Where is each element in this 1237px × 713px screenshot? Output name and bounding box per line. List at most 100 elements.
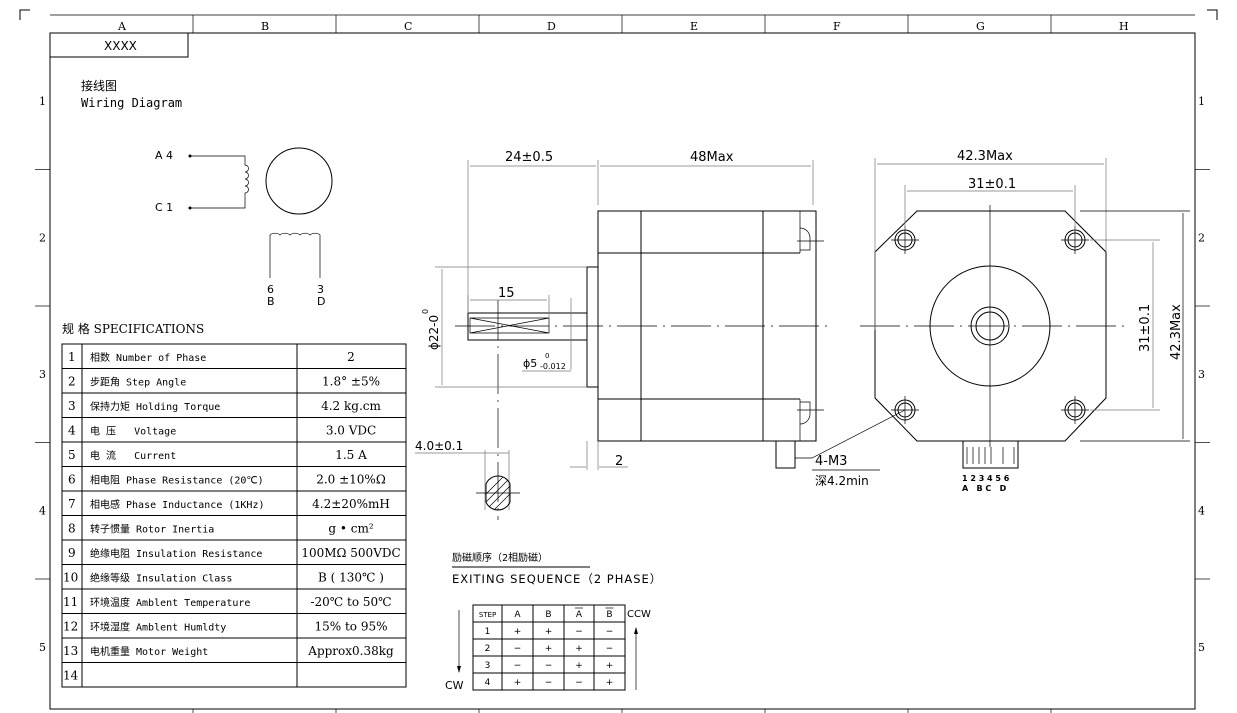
spec-label: 绝缘电阻 Insulation Resistance [90,547,262,560]
lead-6-label: 6 [267,283,274,296]
row-label: 4 [39,505,46,518]
column-label: G [976,20,985,33]
sequence-cell: − [514,644,522,654]
lead-d-label: D [317,295,325,308]
column-label: F [833,20,841,33]
sequence-title-en: EXITING SEQUENCE（2 PHASE） [452,572,662,586]
rotor-icon [265,147,333,215]
spec-row: 3 保持力矩 Holding Torque 4.2 kg.cm [68,399,382,413]
spec-row: 5 电 流 Current 1.5 A [68,448,367,462]
spec-value: Approx0.38kg [307,644,394,658]
dim-front-width: 42.3Max [957,149,1013,164]
spec-value: -20℃ to 50℃ [310,595,391,609]
sequence-cell: + [575,644,583,654]
spec-number: 11 [63,595,78,609]
lead-a-label: A 4 [155,149,173,162]
spec-value: 100MΩ 500VDC [301,546,400,560]
row-label: 3 [39,368,46,381]
dim-body-length: 48Max [690,150,734,165]
connector-pin-numbers: 1 2 3 4 5 6 [962,474,1010,483]
row-label: 1 [39,95,46,108]
spec-value: 1.5 A [335,448,367,462]
spec-value: 4.2±20%mH [312,497,390,511]
sequence-cell: − [545,661,553,671]
connector-side [775,440,796,469]
column-label: E [690,20,698,33]
sequence-cell: − [575,678,583,688]
coil-bd-icon [269,232,321,278]
spec-label: 步距角 Step Angle [90,377,186,389]
mounting-hole-icon [891,226,919,254]
spec-value: 2.0 ±10%Ω [316,473,386,487]
row-label: 1 [1198,95,1205,108]
dim-boss-height: 2 [615,454,623,469]
shaft-section-icon [476,475,520,511]
spec-value: 2 [347,350,355,364]
spec-number: 1 [68,350,76,364]
sequence-cell: − [545,678,553,688]
connector-pin-labels: A B C D [962,484,1007,493]
spec-label: 环境湿度 Amblent Humldty [90,621,226,634]
spec-label: 绝缘等级 Insulation Class [90,572,232,585]
dim-shaft-diameter: ϕ5 [523,357,537,370]
spec-row: 11 环境温度 Amblent Temperature -20℃ to 50℃ [63,595,392,609]
spec-value: 15% to 95% [314,620,387,634]
spec-value: 3.0 VDC [326,424,376,438]
side-view: 24±0.5 48Max ϕ22-0 0 15 ϕ5 0 -0.012 4.0±… [415,150,906,520]
column-label: A [117,20,127,33]
wiring-diagram: 接线图 Wiring Diagram A 4 C 1 6 B 3 D [81,78,333,308]
column-label: C [404,20,412,33]
lead-b-label: B [267,295,275,308]
spec-value: 4.2 kg.cm [321,399,381,413]
dim-boss-tolerance: 0 [421,309,430,314]
sequence-cell: + [606,678,614,688]
spec-label: 相数 Number of Phase [90,351,206,364]
spec-value: B ( 130℃ ) [318,571,384,585]
sequence-header: B [545,610,551,620]
spec-label: 环境温度 Amblent Temperature [90,596,250,609]
spec-number: 4 [68,424,76,438]
title-box-text: XXXX [104,39,137,53]
dim-boss-diameter: ϕ22-0 [427,315,441,350]
specs-title: 规 格 SPECIFICATIONS [62,321,204,336]
title-box: XXXX [49,32,189,58]
spec-number: 5 [68,448,76,462]
sequence-cell: + [575,661,583,671]
thread-callout: 4-M3 [815,454,847,469]
sequence-cell: + [545,627,553,637]
sequence-cell: + [606,661,614,671]
wiring-title-en: Wiring Diagram [81,96,182,110]
spec-row: 10 绝缘等级 Insulation Class B ( 130℃ ) [63,571,384,585]
mounting-hole-icon [891,396,919,424]
dim-hole-spacing-vertical: 31±0.1 [1138,304,1153,352]
spec-row: 1 相数 Number of Phase 2 [68,350,355,364]
row-label: 4 [1198,505,1205,518]
row-label: 5 [39,641,46,654]
spec-label: 保持力矩 Holding Torque [90,400,220,413]
sequence-title-cn: 励磁顺序（2相励磁） [452,551,548,564]
sequence-cell: 4 [485,678,491,688]
spec-row: 12 环境湿度 Amblent Humldty 15% to 95% [63,620,388,634]
spec-number: 6 [68,473,76,487]
spec-label: 电 流 Current [90,449,176,462]
dim-hole-spacing: 31±0.1 [968,177,1016,192]
front-view: 42.3Max 31±0.1 31±0.1 42.3Max 1 2 3 4 5 … [860,149,1190,493]
spec-number: 9 [68,546,76,560]
spec-number: 3 [68,399,76,413]
spec-label: 电机重量 Motor Weight [90,645,208,658]
spec-number: 10 [63,571,78,585]
spec-label: 转子惯量 Rotor Inertia [90,523,214,536]
sequence-cell: 1 [485,627,491,637]
dim-shaft-length: 24±0.5 [505,150,553,165]
column-label: H [1119,20,1129,33]
connector-front [962,440,1019,469]
spec-number: 12 [63,620,78,634]
sequence-cell: + [514,627,522,637]
exciting-sequence: 励磁顺序（2相励磁） EXITING SEQUENCE（2 PHASE） STE… [445,551,662,692]
specifications-table: 规 格 SPECIFICATIONS 1 相数 Number of Phase 2 2… [61,321,407,688]
lead-3-label: 3 [317,283,324,296]
